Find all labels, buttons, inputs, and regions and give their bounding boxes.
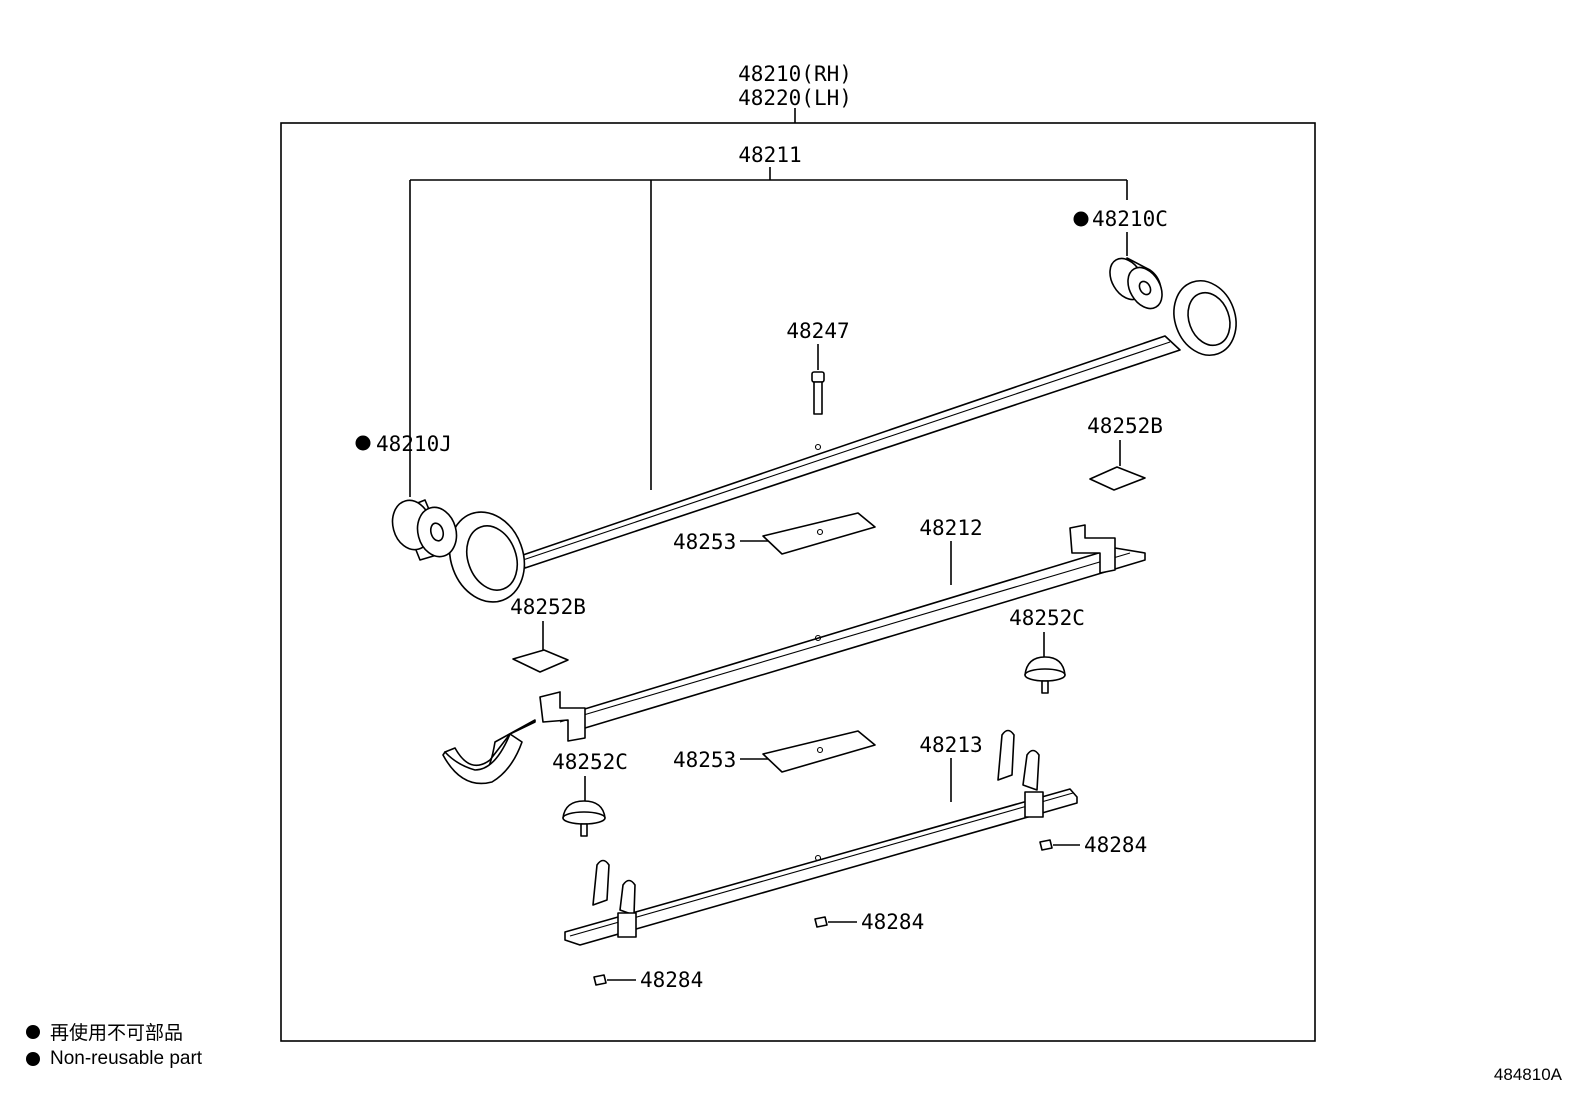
- bushing-rear-label: 48210J: [376, 432, 452, 456]
- legend-row-japanese: 再使用不可部品: [26, 1018, 202, 1045]
- spacer-upper-right-label: 48252B: [1087, 414, 1163, 438]
- bumper-left-part: [562, 800, 606, 837]
- bumper-left-label: 48252C: [552, 750, 628, 774]
- spacer-left-part: [512, 649, 569, 673]
- second-leaf-part: [442, 524, 1146, 785]
- assembly-label-rh: 48210(RH): [738, 62, 852, 86]
- clip-right-label: 48284: [1084, 833, 1147, 857]
- clip-left-label: 48284: [640, 968, 703, 992]
- non-reusable-dot-48210j: [355, 435, 371, 451]
- assembly-frame: [280, 122, 1316, 1042]
- second-leaf-label: 48212: [919, 516, 982, 540]
- clip-left-part: [593, 974, 607, 986]
- bushing-rear-part: [391, 499, 458, 561]
- filled-circle-icon: [26, 1051, 40, 1066]
- main-leaf-part: [448, 280, 1237, 603]
- spacer-upper-right-part: [1089, 466, 1146, 491]
- spacer-left-label: 48252B: [510, 595, 586, 619]
- center-bolt-part: [811, 371, 825, 415]
- legend-english-text: Non-reusable part: [50, 1047, 203, 1069]
- main-leaf-label: 48211: [738, 143, 801, 167]
- third-leaf-part: [564, 729, 1078, 946]
- filled-circle-icon: [26, 1024, 40, 1039]
- clip-right-part: [1039, 839, 1053, 851]
- bumper-right-label: 48252C: [1009, 606, 1085, 630]
- insert-lower-part: [762, 730, 876, 773]
- assembly-label-lh: 48220(LH): [738, 86, 852, 110]
- clip-center-part: [814, 916, 828, 928]
- center-bolt-label: 48247: [786, 319, 849, 343]
- bumper-right-part: [1024, 656, 1066, 694]
- third-leaf-label: 48213: [919, 733, 982, 757]
- insert-upper-part: [762, 512, 876, 555]
- non-reusable-dot-48210c: [1073, 211, 1089, 227]
- legend: 再使用不可部品 Non-reusable part: [26, 1018, 202, 1072]
- reference-code: 484810A: [1493, 1065, 1562, 1084]
- legend-row-english: Non-reusable part: [26, 1045, 202, 1072]
- bushing-front-label: 48210C: [1092, 207, 1168, 231]
- clip-center-label: 48284: [861, 910, 924, 934]
- insert-upper-label: 48253: [673, 530, 736, 554]
- bushing-front-part: [1109, 257, 1163, 310]
- insert-lower-label: 48253: [673, 748, 736, 772]
- legend-japanese-text: 再使用不可部品: [50, 1023, 184, 1044]
